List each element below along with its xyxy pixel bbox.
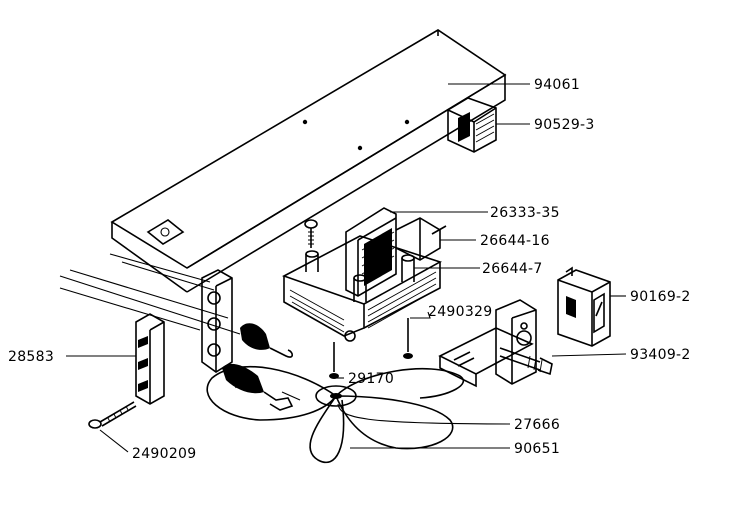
label-28583: 28583 (8, 349, 54, 365)
motor-mount (438, 299, 553, 388)
motor-coil (345, 207, 447, 297)
label-26333-35: 26333-35 (490, 205, 560, 221)
label-29170: 29170 (348, 371, 394, 387)
label-93409-2: 93409-2 (630, 347, 691, 363)
label-90169-2: 90169-2 (630, 289, 691, 305)
rocker-switch (447, 97, 497, 153)
long-screw (88, 401, 137, 429)
motor-housing (282, 219, 442, 379)
part-labels: 94061 90529-3 26333-35 26644-16 26644-7 … (8, 77, 691, 462)
label-26644-16: 26644-16 (480, 233, 550, 249)
label-2490329: 2490329 (428, 304, 492, 320)
label-26644-7: 26644-7 (482, 261, 543, 277)
slide-switch (557, 266, 611, 347)
terminal-block (135, 313, 165, 405)
spring-assembly (59, 253, 301, 411)
cover-panel (110, 29, 507, 293)
leader-lines (66, 83, 627, 453)
label-2490209: 2490209 (132, 446, 196, 462)
fan-blade (206, 365, 465, 464)
label-90651: 90651 (514, 441, 560, 457)
label-90529-3: 90529-3 (534, 117, 595, 133)
label-94061: 94061 (534, 77, 580, 93)
label-27666: 27666 (514, 417, 560, 433)
